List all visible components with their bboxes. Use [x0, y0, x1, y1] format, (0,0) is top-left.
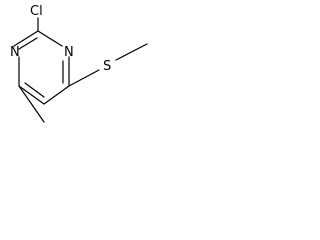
bond-c5-c6 — [18, 85, 45, 105]
atom-label-cl: Cl — [30, 4, 43, 19]
bond-c2-n3 — [37, 30, 63, 47]
bond-s-methyl — [115, 43, 148, 61]
atom-label-n1: N — [10, 45, 20, 60]
substituents — [18, 17, 148, 123]
bond-c4-c5 — [43, 85, 70, 105]
pyrimidine-ring — [13, 30, 70, 105]
atom-labels: Cl N N S — [10, 4, 111, 74]
bond-c2-n1-inner — [18, 37, 38, 50]
bond-c6-methyl — [18, 85, 45, 123]
bond-c5-c6-inner — [24, 82, 45, 98]
chemical-structure-diagram: Cl N N S — [10, 4, 148, 123]
bond-c4-s — [68, 69, 100, 87]
bond-c2-n1 — [13, 30, 39, 47]
atom-label-n3: N — [64, 45, 74, 60]
structure-canvas: Cl N N S — [0, 0, 157, 150]
atom-label-s: S — [103, 59, 111, 74]
